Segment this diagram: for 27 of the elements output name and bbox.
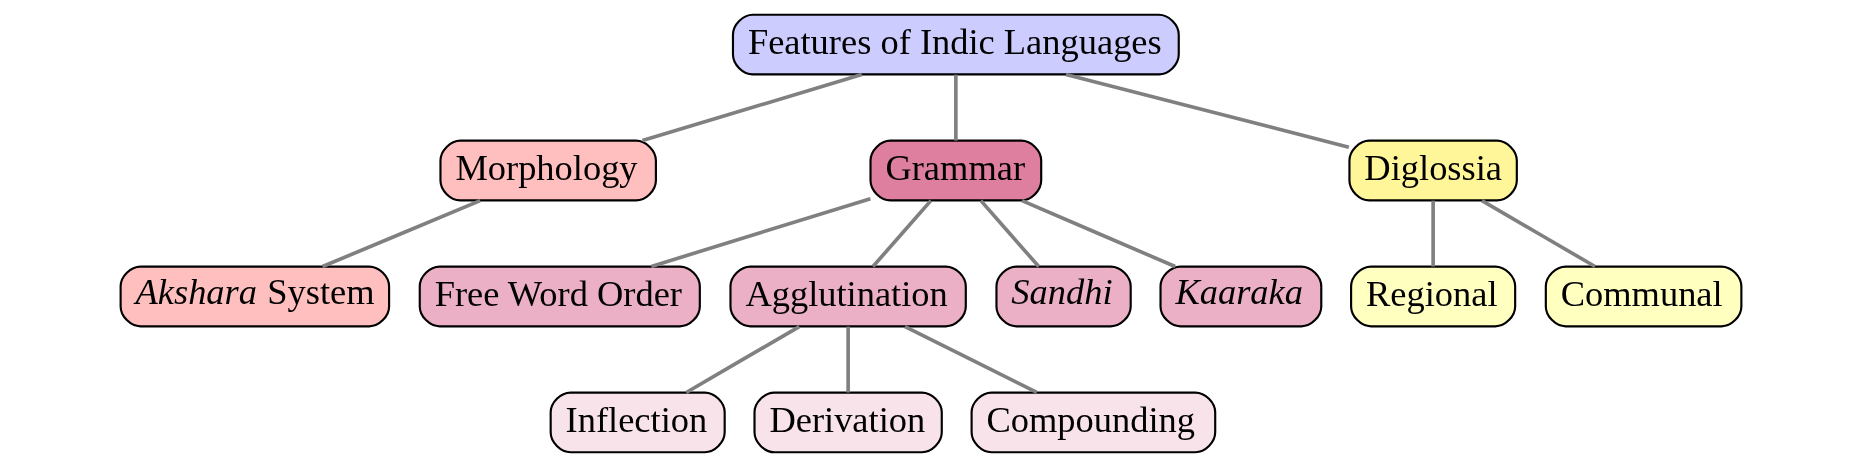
node-box: Agglutination: [729, 265, 967, 328]
node-box: Features of Indic Languages: [731, 13, 1180, 76]
connector: [685, 325, 801, 395]
connector: [1481, 199, 1596, 269]
node-box: Communal: [1544, 265, 1743, 328]
connector: [871, 199, 933, 268]
connector: [641, 72, 863, 143]
connector: [1065, 72, 1350, 149]
connector: [979, 199, 1041, 268]
node-box: Diglossia: [1348, 139, 1518, 202]
node-box: Morphology: [439, 139, 657, 202]
connector: [1431, 200, 1435, 267]
connector: [954, 74, 958, 141]
connector: [321, 198, 481, 269]
connector: [1021, 198, 1176, 269]
connector: [846, 326, 850, 393]
node-box: Derivation: [753, 391, 943, 454]
connector: [650, 196, 871, 269]
node-box: Inflection: [549, 391, 726, 454]
node-box: Sandhi: [995, 265, 1132, 328]
node-box: Akshara System: [119, 265, 391, 328]
node-box: Regional: [1350, 265, 1517, 328]
node-box: Grammar: [869, 139, 1043, 202]
node-box: Free Word Order: [418, 265, 701, 328]
connector: [904, 324, 1038, 395]
node-box: Compounding: [970, 391, 1217, 454]
node-box: Kaaraka: [1159, 265, 1323, 328]
